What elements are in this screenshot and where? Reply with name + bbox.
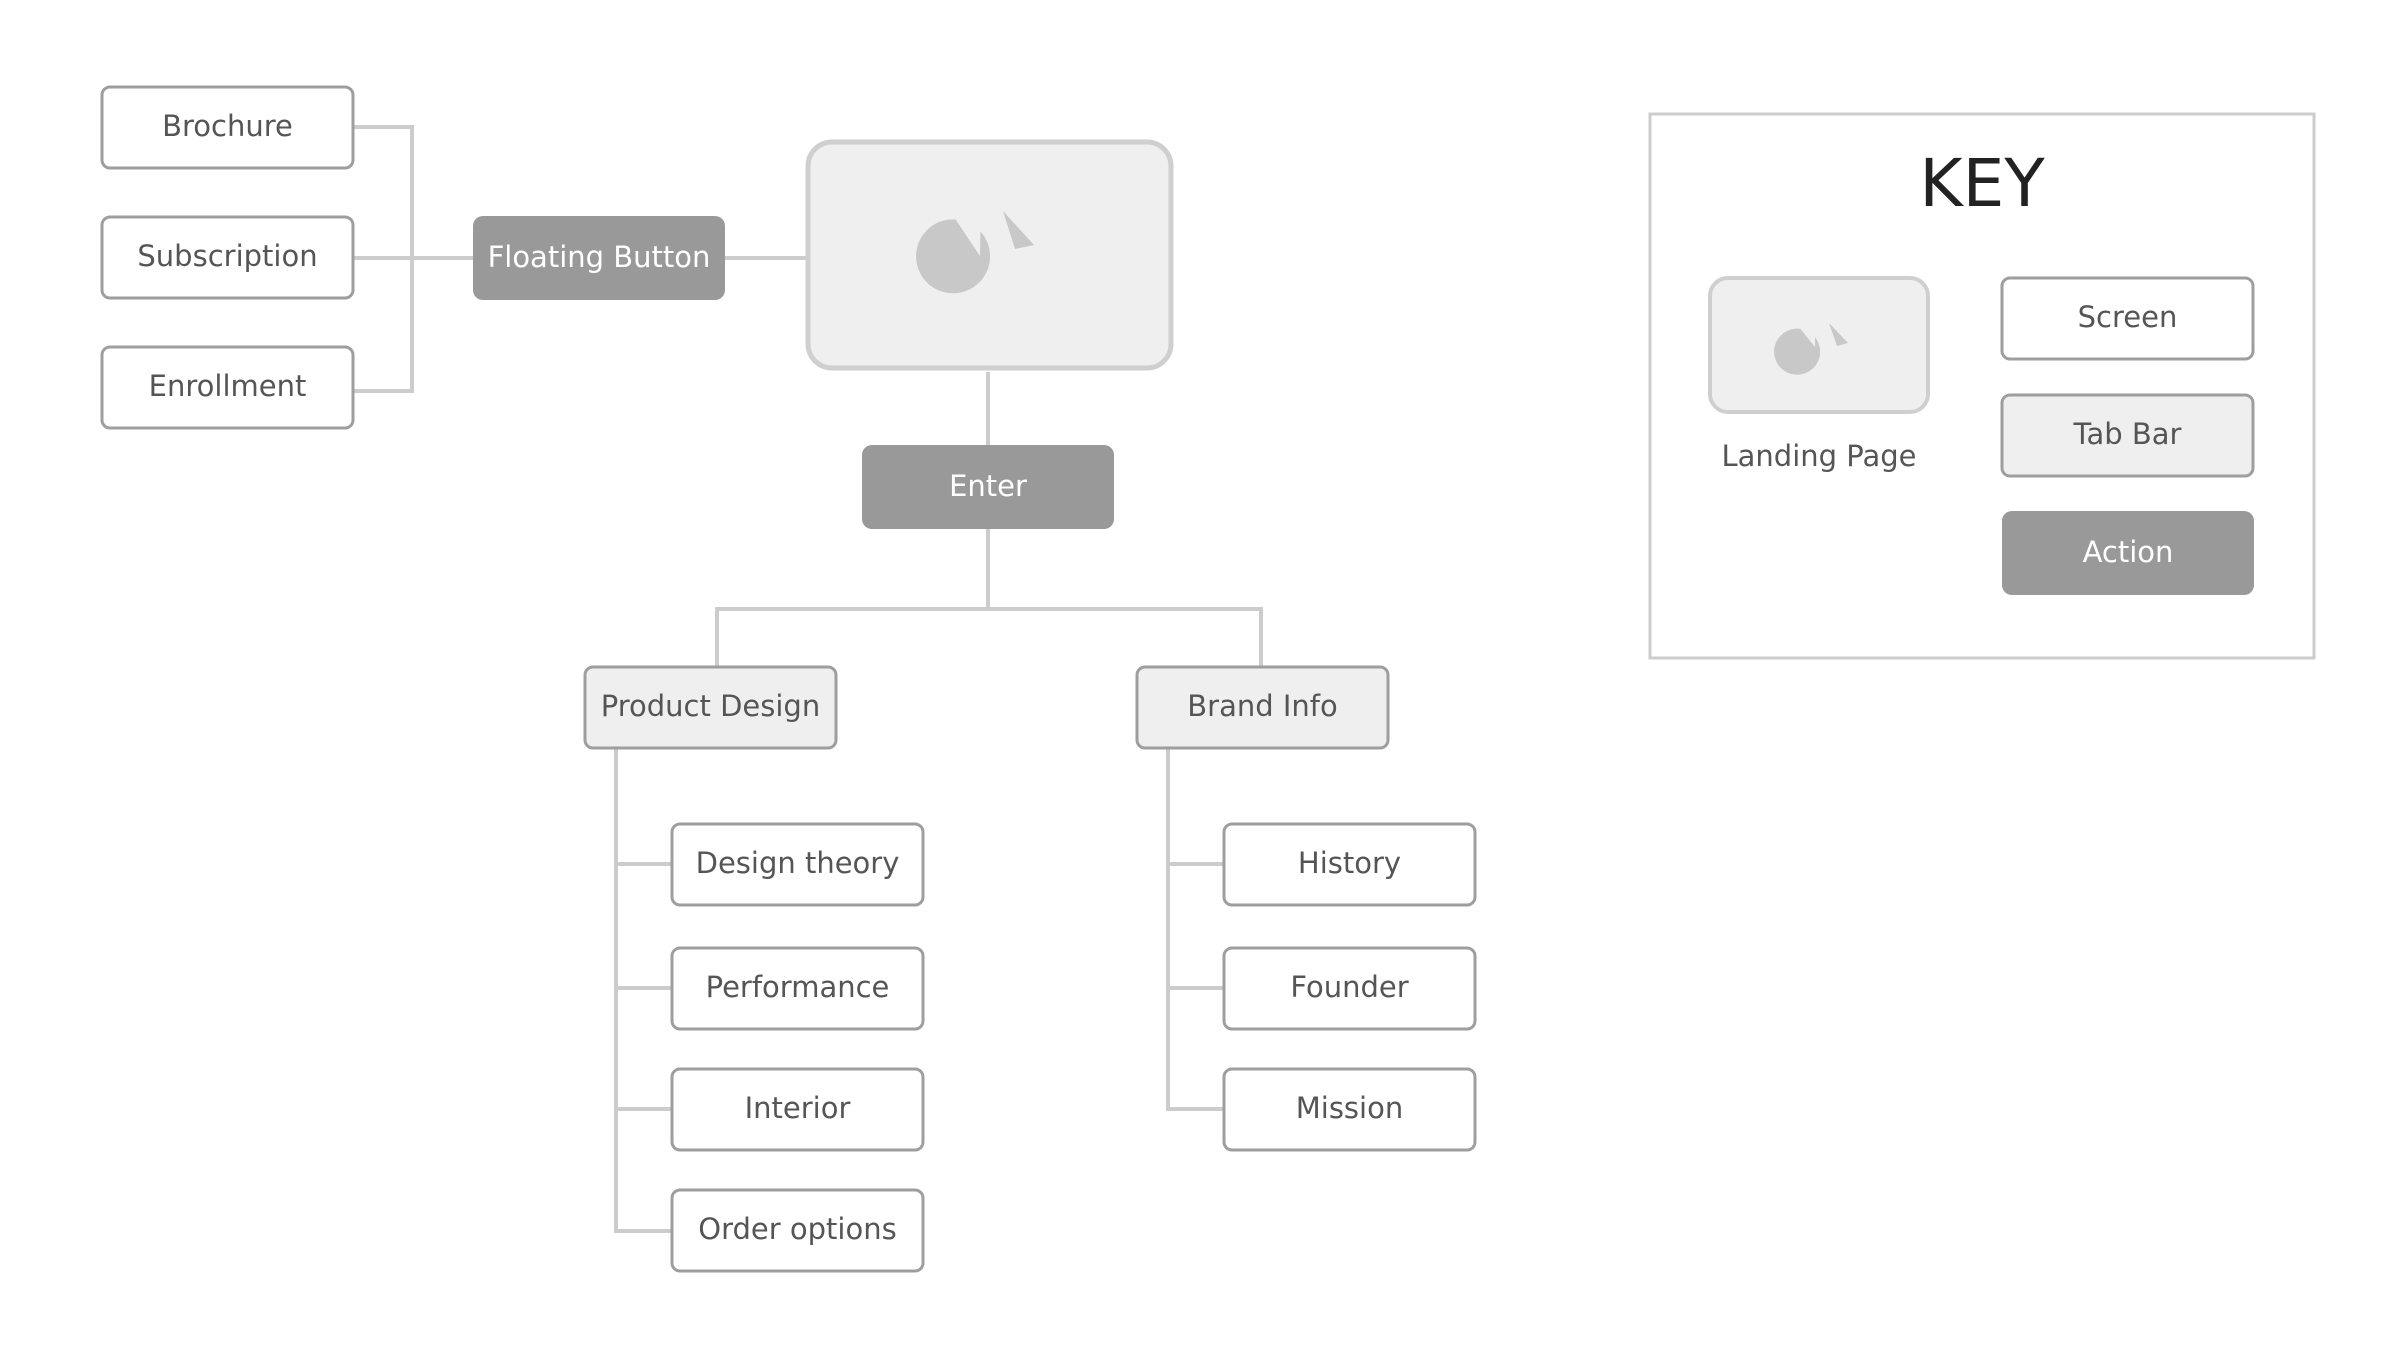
tab-product-design[interactable]: Product Design <box>583 665 838 750</box>
key-landing-label: Landing Page <box>1722 439 1917 473</box>
tab-label: Brand Info <box>1187 689 1337 723</box>
key-landing-icon <box>1774 323 1848 375</box>
screen-box <box>1222 946 1477 1031</box>
screen-node-subscription[interactable]: Subscription <box>100 215 355 300</box>
screen-node-founder[interactable]: Founder <box>1222 946 1477 1031</box>
screen-box <box>1222 822 1477 907</box>
action-box <box>862 445 1114 529</box>
screen-label: Performance <box>706 970 890 1004</box>
key-tabbar-sample: Tab Bar <box>2000 393 2255 478</box>
screen-node-history[interactable]: History <box>1222 822 1477 907</box>
key-action-label: Action <box>2083 535 2174 569</box>
screen-node-order-options[interactable]: Order options <box>670 1188 925 1273</box>
screen-label: Order options <box>698 1212 896 1246</box>
key-landing-sample: Landing Page <box>1708 276 1930 473</box>
connector-enter-split <box>715 529 1263 667</box>
action-floating-button[interactable]: Floating Button <box>473 216 725 300</box>
tab-box <box>1135 665 1390 750</box>
screen-node-enrollment[interactable]: Enrollment <box>100 345 355 430</box>
tab-box <box>583 665 838 750</box>
key-action-sample: Action <box>2002 511 2254 595</box>
screen-box <box>100 215 355 300</box>
screen-label: Design theory <box>696 846 900 880</box>
landing-page-icon <box>916 211 1034 294</box>
connector-product-design-children <box>614 749 672 1233</box>
key-screen-label: Screen <box>2078 300 2178 334</box>
connectors <box>353 125 1263 1233</box>
screen-box <box>670 1188 925 1273</box>
screen-box <box>100 85 355 170</box>
screen-label: Founder <box>1290 970 1408 1004</box>
landing-page-node[interactable] <box>805 139 1174 371</box>
screen-node-mission[interactable]: Mission <box>1222 1067 1477 1152</box>
key-tabbar-box <box>2000 393 2255 478</box>
floating-menu: Brochure Subscription Enrollment <box>100 85 355 430</box>
screen-box <box>1222 1067 1477 1152</box>
screen-node-performance[interactable]: Performance <box>670 946 925 1031</box>
key-screen-sample: Screen <box>2000 276 2255 361</box>
action-enter[interactable]: Enter <box>862 445 1114 529</box>
screen-box <box>670 822 925 907</box>
action-label: Floating Button <box>488 240 711 274</box>
tab-label: Product Design <box>601 689 820 723</box>
screen-label: Interior <box>745 1091 851 1125</box>
screen-node-brochure[interactable]: Brochure <box>100 85 355 170</box>
key-screen-box <box>2000 276 2255 361</box>
screen-label: Subscription <box>137 239 317 273</box>
connector-brand-info-children <box>1166 749 1224 1111</box>
screen-box <box>670 1067 925 1152</box>
key-tabbar-label: Tab Bar <box>2073 417 2182 451</box>
screen-label: History <box>1298 846 1401 880</box>
screen-label: Mission <box>1296 1091 1403 1125</box>
screen-label: Enrollment <box>149 369 307 403</box>
connector-floating-menu <box>353 125 473 393</box>
key-action-box <box>2002 511 2254 595</box>
product-design-children: Design theory Performance Interior Order… <box>670 822 925 1273</box>
screen-box <box>100 345 355 430</box>
screen-label: Brochure <box>162 109 293 143</box>
action-label: Enter <box>949 469 1027 503</box>
screen-box <box>670 946 925 1031</box>
tab-brand-info[interactable]: Brand Info <box>1135 665 1390 750</box>
key-title: KEY <box>1919 145 2045 222</box>
brand-info-children: History Founder Mission <box>1222 822 1477 1152</box>
screen-node-interior[interactable]: Interior <box>670 1067 925 1152</box>
key-legend: KEY Landing Page Screen Tab Bar Action <box>1648 112 2316 660</box>
screen-node-design-theory[interactable]: Design theory <box>670 822 925 907</box>
action-box <box>473 216 725 300</box>
